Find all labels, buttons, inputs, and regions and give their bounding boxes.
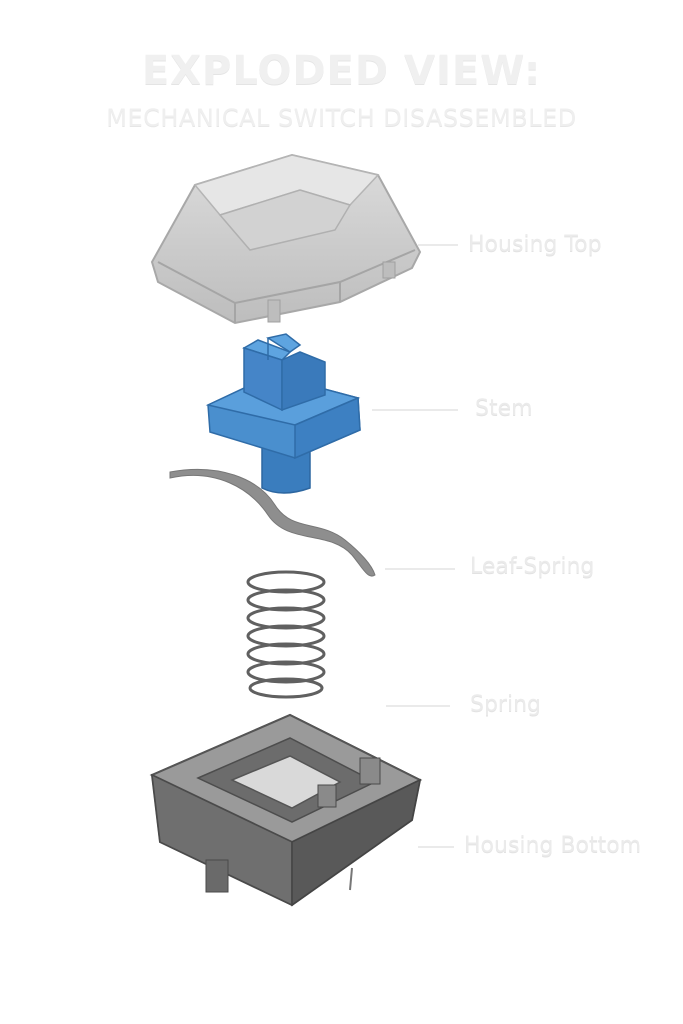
leaf-spring-part	[169, 468, 376, 577]
housing-top-part	[150, 153, 422, 325]
stem-leader-line	[372, 409, 458, 411]
housing-bottom-label: Housing Bottom	[464, 833, 642, 858]
diagram-title: EXPLODED VIEW:	[141, 48, 542, 94]
spring-leader-line	[386, 705, 450, 707]
spring-label: Spring	[470, 692, 541, 717]
housing-top-label: Housing Top	[468, 232, 602, 257]
spring-part	[246, 570, 326, 699]
housing-bottom-part	[149, 713, 423, 907]
housing-bottom-leader-line	[418, 846, 454, 848]
leaf-spring-leader-line	[385, 568, 455, 570]
stem-part	[205, 333, 361, 494]
housing-top-leader-line	[418, 244, 458, 246]
leaf-spring-label: Leaf-Spring	[470, 554, 595, 579]
stem-label: Stem	[475, 396, 533, 421]
diagram-subtitle: MECHANICAL SWITCH DISASSEMBLED	[106, 104, 577, 132]
